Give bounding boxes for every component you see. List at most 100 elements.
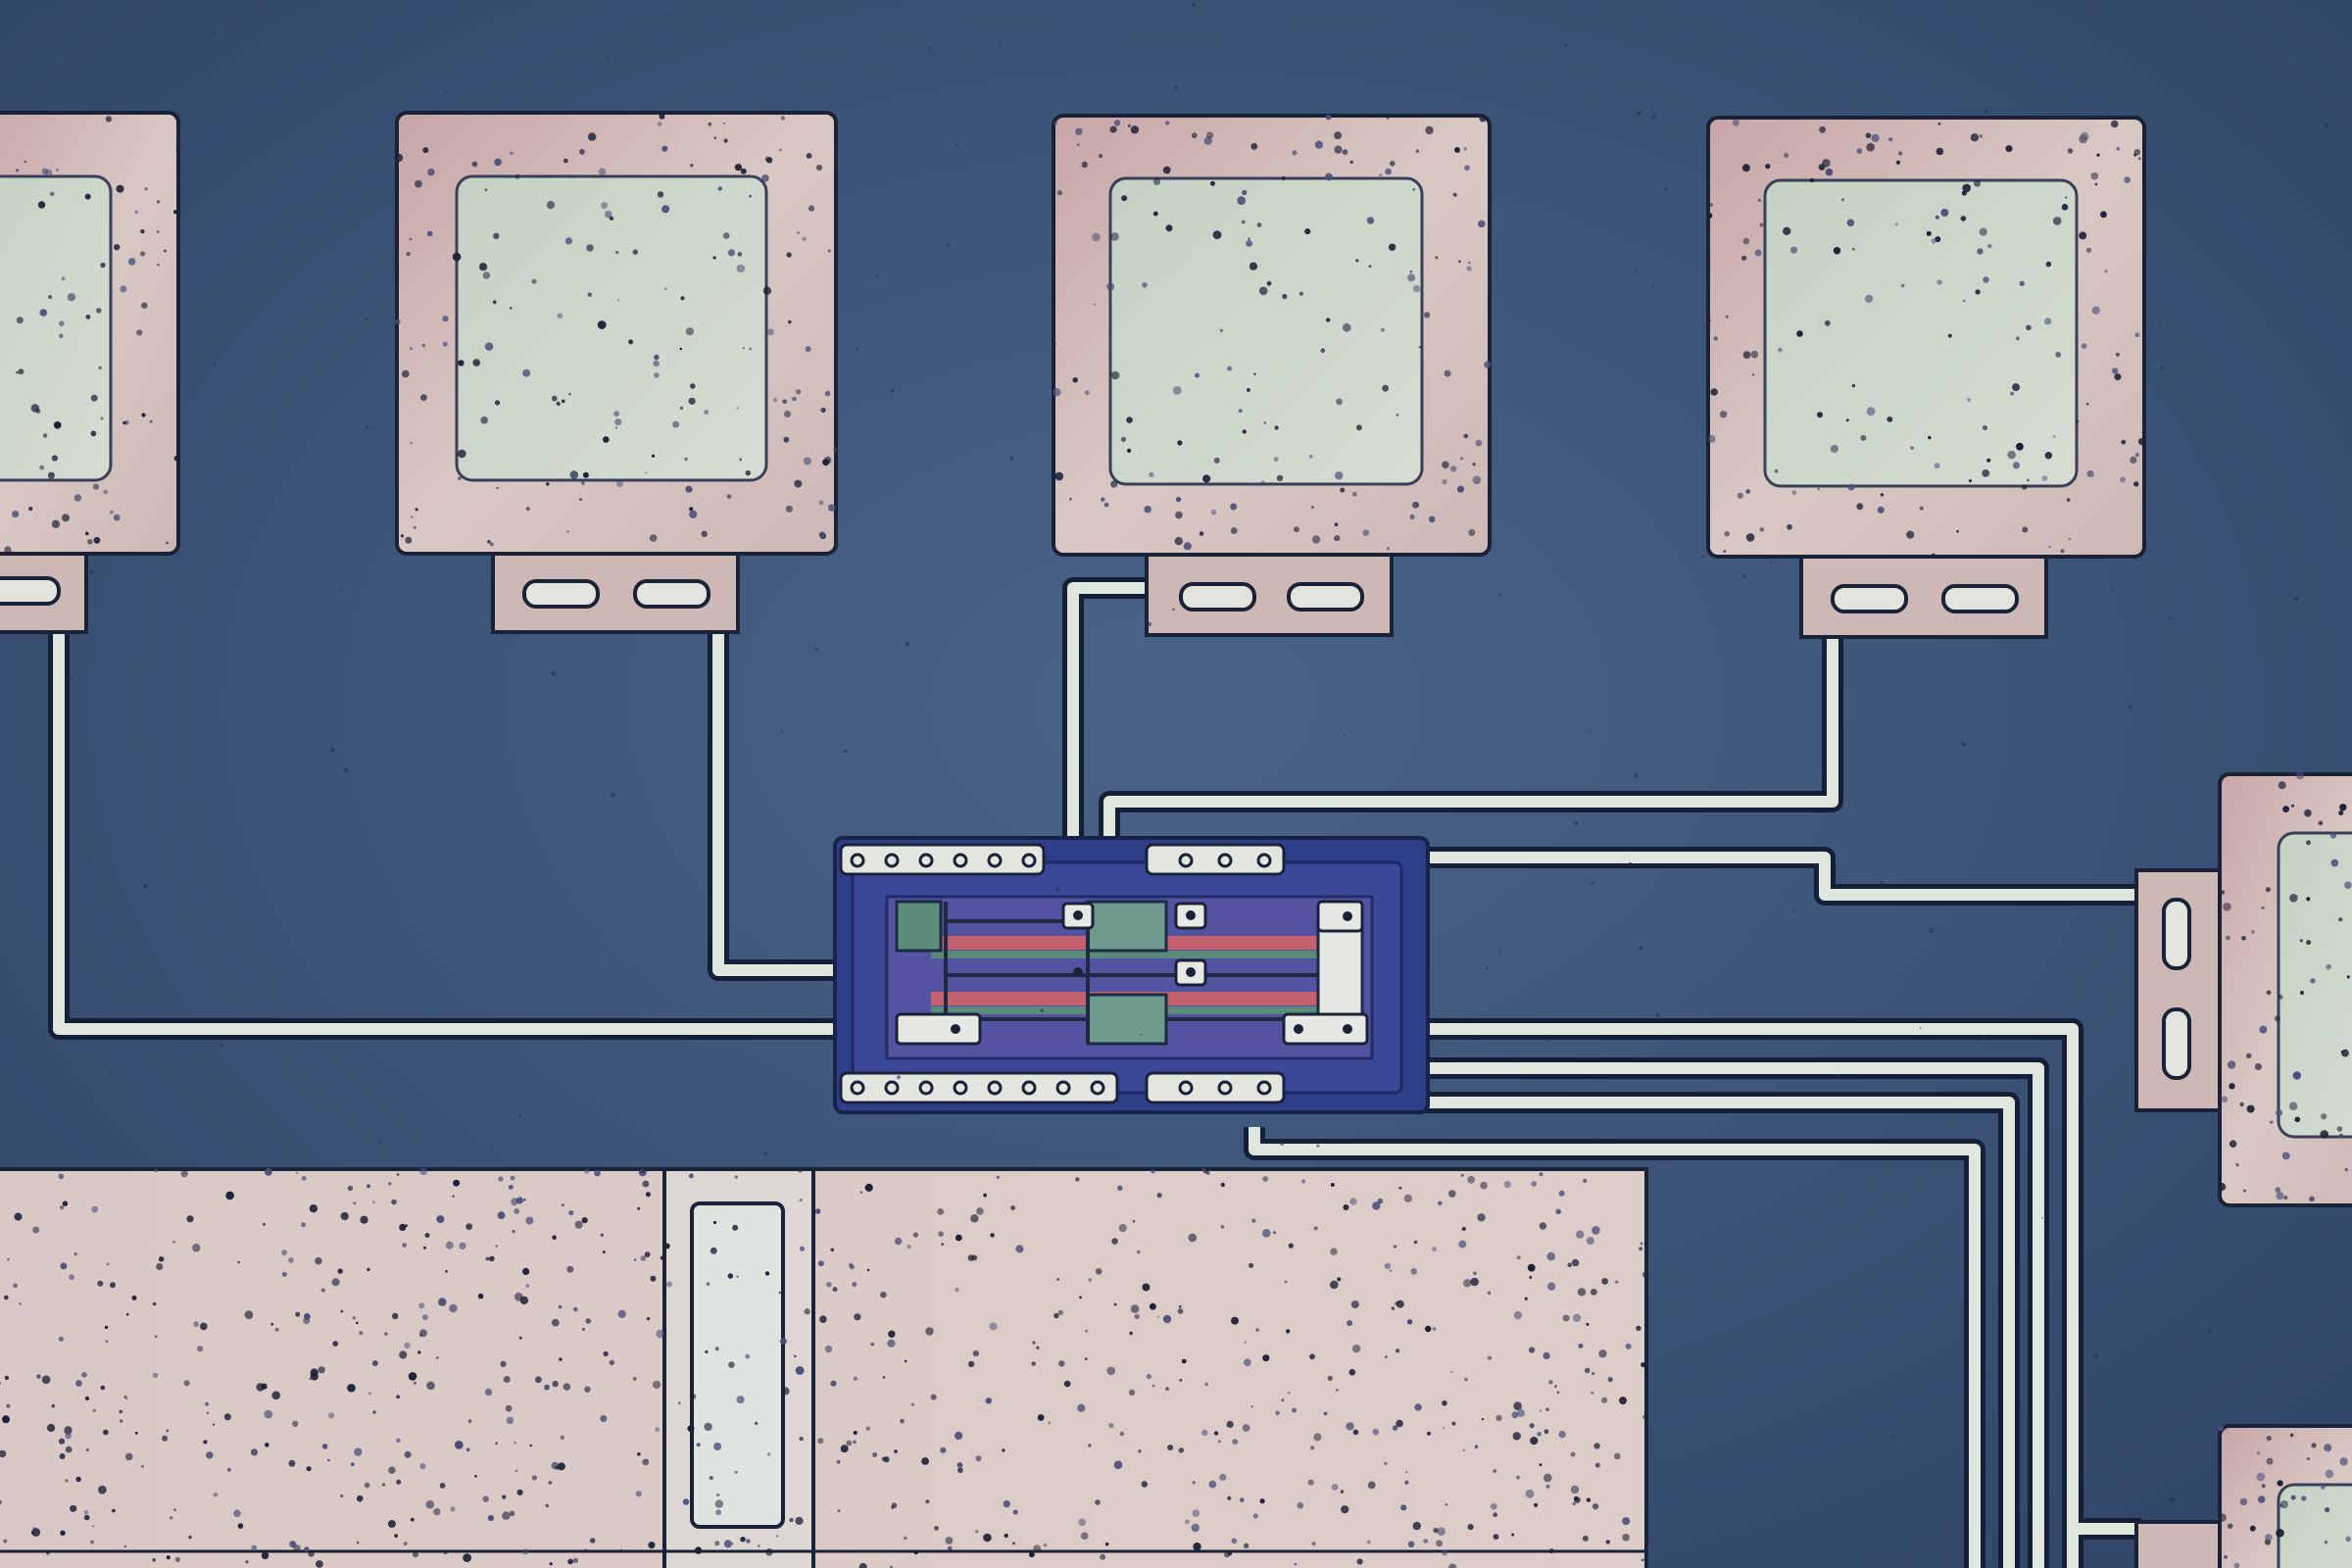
substrate-speck [617, 299, 619, 302]
speckle [1442, 1549, 1448, 1556]
speckle [2329, 832, 2337, 839]
speckle [149, 419, 153, 423]
speckle [1250, 143, 1258, 150]
speckle [1132, 1219, 1136, 1223]
speckle [1531, 1181, 1538, 1187]
speckle [3, 1539, 8, 1544]
large-pad-bottom [0, 1167, 1648, 1568]
speckle [2104, 270, 2108, 273]
speckle [1458, 1240, 1467, 1249]
speckle [2307, 1457, 2310, 1460]
substrate-speck [1888, 137, 1893, 142]
speckle [65, 1432, 72, 1440]
speckle [1012, 1542, 1015, 1545]
speckle [1442, 1426, 1446, 1430]
speckle [1463, 147, 1467, 151]
speckle [274, 1327, 279, 1332]
speckle [983, 1533, 992, 1543]
speckle [141, 302, 148, 309]
speckle [745, 1353, 751, 1359]
speckle [1033, 1544, 1042, 1553]
speckle [1282, 293, 1288, 300]
speckle [782, 399, 787, 405]
speckle [1101, 497, 1105, 502]
speckle [552, 1380, 559, 1388]
speckle [74, 494, 82, 502]
speckle [910, 1402, 914, 1406]
speckle [1356, 424, 1362, 431]
speckle [173, 1508, 177, 1512]
speckle [659, 113, 665, 120]
speckle [1118, 1223, 1127, 1233]
speckle [354, 1447, 363, 1456]
substrate-speck [2041, 1217, 2043, 1219]
speckle [1092, 232, 1101, 242]
speckle [866, 1268, 870, 1272]
speckle [1452, 192, 1457, 197]
speckle [156, 1262, 164, 1271]
speckle [405, 1224, 408, 1227]
speckle [458, 360, 465, 367]
speckle [119, 1409, 122, 1414]
speckle [742, 347, 745, 350]
speckle [1778, 347, 1783, 353]
speckle [852, 1281, 858, 1288]
speckle [1956, 530, 1959, 533]
substrate-speck [2111, 588, 2114, 591]
speckle [2326, 963, 2331, 970]
speckle [16, 169, 20, 172]
speckle [1058, 1360, 1065, 1367]
speckle [484, 342, 494, 351]
speckle [13, 1283, 18, 1288]
speckle [819, 1315, 827, 1323]
speckle [2019, 280, 2025, 287]
speckle [2251, 930, 2255, 934]
speckle [2341, 1049, 2349, 1057]
speckle [817, 1438, 824, 1445]
speckle [617, 1309, 626, 1318]
speckle [706, 1282, 710, 1287]
speckle [614, 418, 622, 426]
substrate-speck [1564, 43, 1568, 47]
speckle [2022, 484, 2028, 490]
speckle [2320, 1130, 2328, 1139]
substrate-speck [1741, 573, 1746, 578]
speckle [1308, 454, 1313, 459]
speckle [1447, 1563, 1457, 1568]
speckle [976, 1207, 984, 1215]
speckle [783, 436, 790, 443]
substrate-speck [1655, 1012, 1660, 1018]
speckle [410, 515, 414, 518]
speckle [467, 1419, 472, 1424]
speckle [500, 1360, 507, 1367]
speckle [555, 1465, 560, 1470]
speckle [894, 1449, 898, 1453]
substrate-speck [1405, 1471, 1408, 1474]
speckle [716, 1493, 720, 1497]
speckle [1149, 471, 1154, 477]
speckle [482, 1495, 489, 1502]
speckle [1080, 1532, 1089, 1540]
speckle [154, 1168, 158, 1173]
speckle [723, 1540, 733, 1548]
speckle [1307, 1479, 1314, 1486]
speckle [436, 1215, 445, 1224]
speckle [477, 1293, 484, 1299]
speckle [32, 1226, 40, 1234]
speckle [717, 186, 722, 191]
substrate-speck [365, 317, 368, 320]
speckle [840, 1445, 849, 1453]
speckle [402, 369, 410, 378]
speckle [556, 401, 561, 406]
speckle [1314, 140, 1324, 149]
speckle [1442, 1400, 1447, 1406]
speckle [162, 1435, 169, 1442]
speckle [2300, 991, 2304, 995]
speckle [1325, 172, 1333, 181]
speckle [2261, 906, 2265, 909]
speckle [2278, 994, 2283, 1000]
speckle [544, 1384, 550, 1391]
speckle [281, 1250, 287, 1255]
speckle [1162, 1314, 1172, 1324]
substrate-speck [421, 343, 425, 348]
